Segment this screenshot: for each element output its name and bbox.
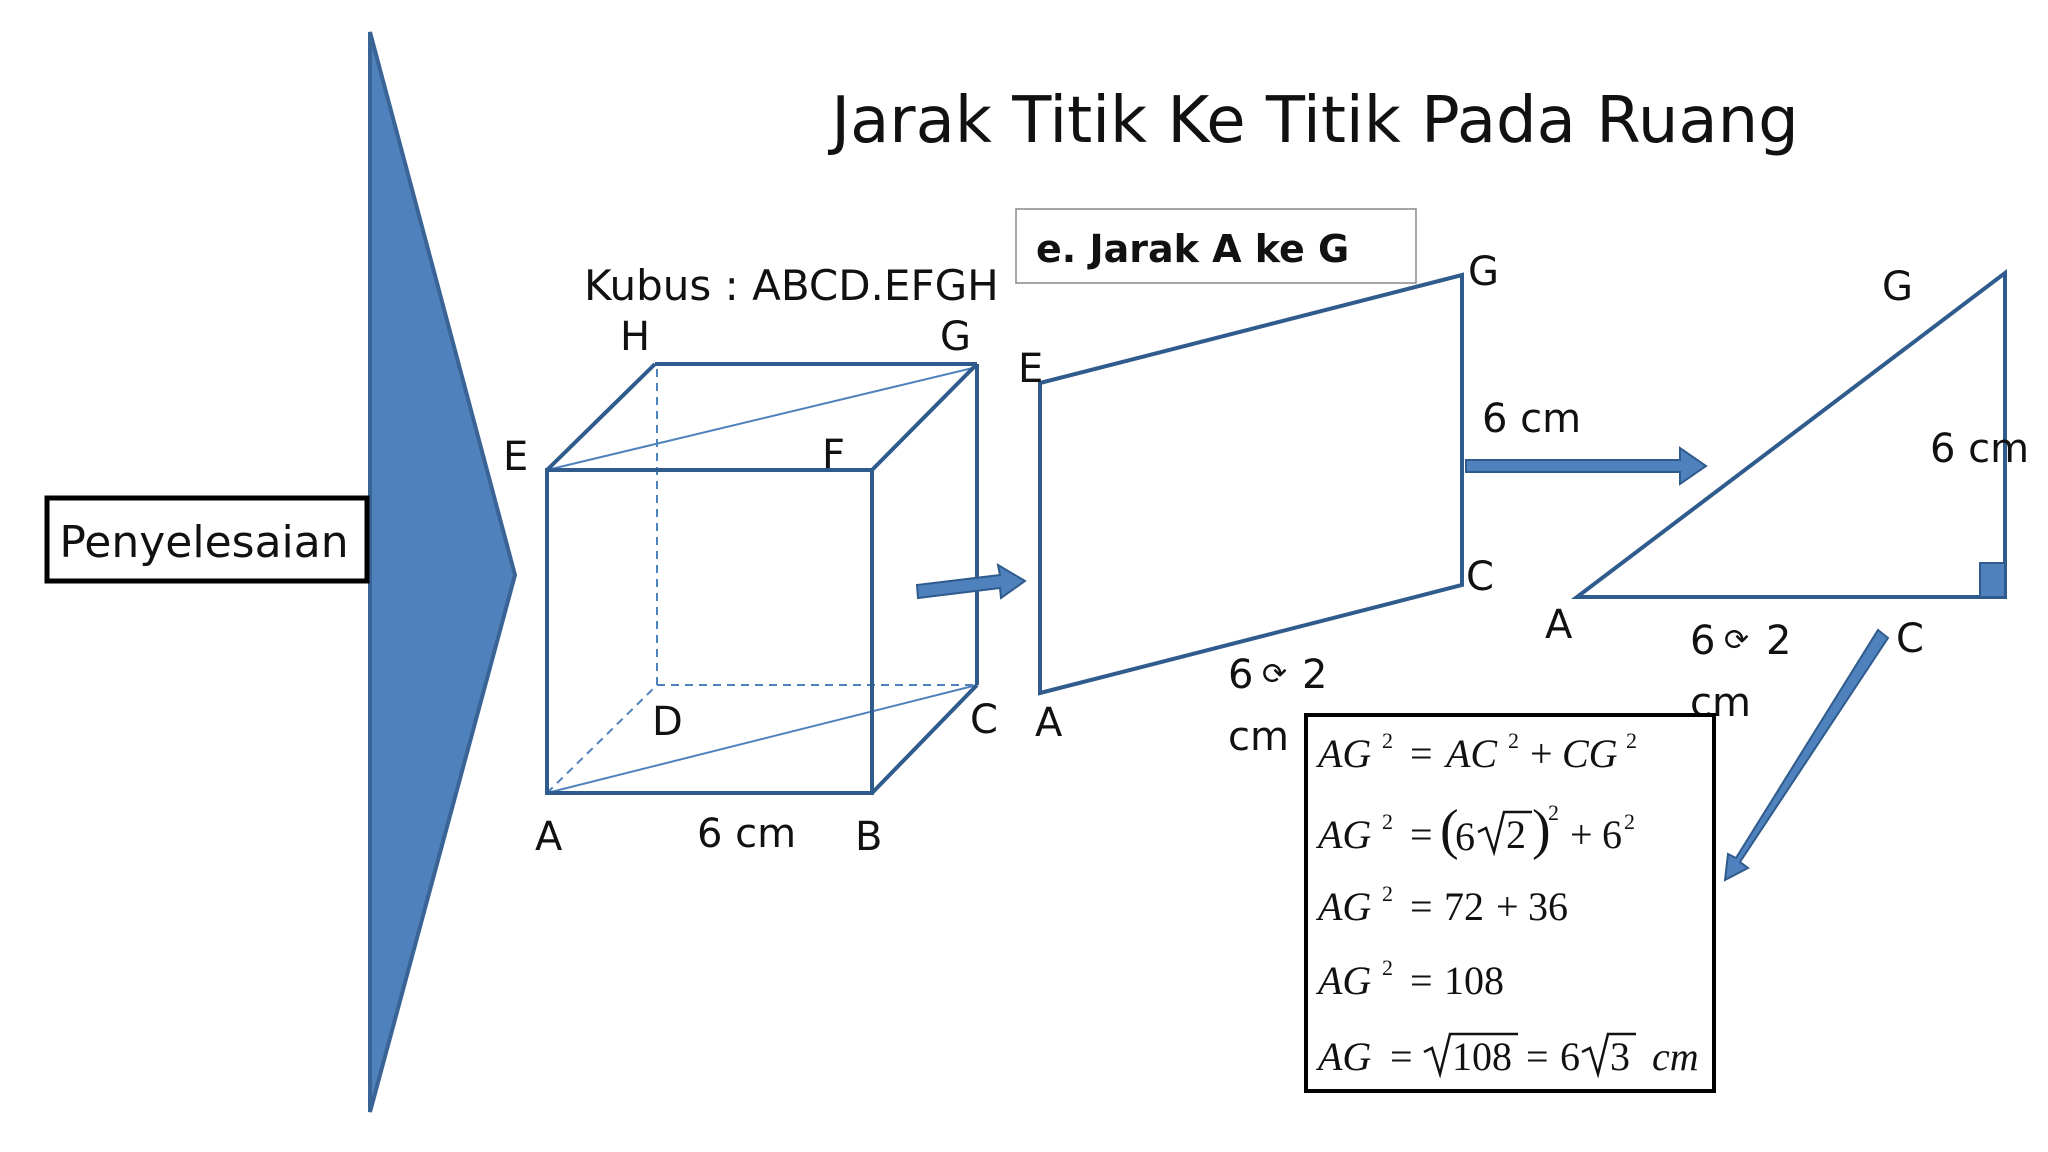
- f5-ag: AG: [1315, 1034, 1371, 1079]
- cube-vertex-b: B: [855, 814, 882, 860]
- tri-base-symbol: ⟳: [1724, 623, 1749, 658]
- tri-base-value-6: 6: [1690, 618, 1715, 664]
- tri-vertex-a: A: [1545, 602, 1573, 648]
- arrow-cube-to-rect: [915, 562, 1027, 600]
- formula-box: [1304, 713, 1716, 1093]
- f5-root-three: 3: [1610, 1034, 1630, 1079]
- cube-edge-bc: [870, 683, 979, 795]
- cube-vertex-h: H: [620, 314, 650, 360]
- f5-sqrt-sign-2: [1581, 1032, 1636, 1079]
- cube-edge-eh: [545, 362, 657, 472]
- tri-side-label: 6 cm: [1930, 426, 2029, 472]
- cube-vertex-g: G: [940, 314, 971, 360]
- rect-vertex-c: C: [1466, 554, 1494, 600]
- f3-plus: +: [1496, 884, 1519, 929]
- f5-six: 6: [1560, 1034, 1580, 1079]
- f2-plus: +: [1570, 812, 1593, 857]
- cube-edge-hidden-ad: [546, 684, 658, 794]
- right-angle-marker: [1979, 562, 2006, 598]
- rect-vertex-e: E: [1018, 346, 1043, 392]
- f4-108: 108: [1444, 958, 1504, 1003]
- cube-diagonal-eg: [546, 366, 978, 471]
- f5-root-108: 108: [1452, 1034, 1512, 1079]
- cube-edge-label: 6 cm: [697, 811, 796, 857]
- f4-ag: AG: [1315, 958, 1371, 1003]
- rect-diag-symbol: ⟳: [1262, 657, 1287, 692]
- f5-eq2: =: [1526, 1034, 1549, 1079]
- penyelesaian-box[interactable]: [44, 495, 370, 584]
- tri-vertex-g: G: [1882, 264, 1913, 310]
- f2-six-b: 6: [1602, 812, 1622, 857]
- cube-front-face: [545, 468, 874, 795]
- f5-eq1: =: [1390, 1034, 1413, 1079]
- f1-ag-exp: 2: [1382, 728, 1393, 753]
- cube: [545, 362, 979, 795]
- f1-ac: AC: [1443, 731, 1498, 776]
- subtitle-text: e. Jarak A ke G: [1036, 227, 1349, 271]
- f1-cg-exp: 2: [1626, 728, 1637, 753]
- formula-line-2: AG 2 = ( 6 2 ) 2 + 6 2: [1315, 799, 1635, 861]
- f1-ag: AG: [1315, 731, 1371, 776]
- f2-six-exp: 2: [1624, 809, 1635, 834]
- f3-ag: AG: [1315, 884, 1371, 929]
- cube-edge-fg: [870, 362, 979, 472]
- f2-eq: =: [1410, 812, 1433, 857]
- f4-ag-exp: 2: [1382, 955, 1393, 980]
- f2-ag-exp: 2: [1382, 809, 1393, 834]
- cube-vertex-f: F: [822, 432, 845, 478]
- cube-vertex-d: D: [652, 699, 683, 745]
- rect-vertex-a: A: [1035, 700, 1063, 746]
- arrow-triangle-to-formulas: [1723, 628, 1890, 882]
- arrow-rect-to-triangle: [1465, 446, 1708, 486]
- rect-diag-value-6: 6: [1228, 652, 1253, 698]
- f2-paren-exp: 2: [1548, 800, 1559, 825]
- cube-vertex-e: E: [503, 434, 528, 480]
- f2-ag: AG: [1315, 812, 1371, 857]
- cube-vertex-c: C: [970, 697, 998, 743]
- f1-cg: CG: [1562, 731, 1618, 776]
- cube-vertex-a: A: [535, 814, 563, 860]
- tri-base-value-2: 2: [1766, 618, 1791, 664]
- f3-eq: =: [1410, 884, 1433, 929]
- rect-diag-unit: cm: [1228, 714, 1289, 760]
- penyelesaian-label: Penyelesaian: [59, 517, 348, 568]
- subtitle-box: [1015, 208, 1417, 284]
- f1-eq: =: [1410, 731, 1433, 776]
- right-triangle-acg: [1571, 268, 2007, 599]
- rect-diag-value-2: 2: [1302, 652, 1327, 698]
- f4-eq: =: [1410, 958, 1433, 1003]
- rect-side-label: 6 cm: [1482, 396, 1581, 442]
- rect-vertex-g: G: [1468, 249, 1499, 295]
- f3-ag-exp: 2: [1382, 881, 1393, 906]
- f3-36: 36: [1528, 884, 1568, 929]
- f2-paren-close: ): [1532, 799, 1551, 861]
- f5-unit: cm: [1652, 1034, 1699, 1079]
- f1-ac-exp: 2: [1508, 728, 1519, 753]
- f2-six: 6: [1455, 814, 1475, 859]
- cube-diagonal-ac: [546, 684, 978, 794]
- formula-line-1: AG 2 = AC 2 + CG 2: [1315, 728, 1637, 776]
- tri-vertex-c: C: [1896, 616, 1924, 662]
- chevron-shape: [368, 31, 518, 1113]
- f2-sqrt-sign: [1477, 810, 1532, 857]
- page-title: Jarak Titik Ke Titik Pada Ruang: [827, 84, 1799, 158]
- f5-sqrt-sign-1: [1423, 1032, 1518, 1079]
- formula-line-4: AG 2 = 108: [1315, 955, 1504, 1003]
- f3-72: 72: [1444, 884, 1484, 929]
- f2-root-two: 2: [1506, 812, 1526, 857]
- f2-paren-open: (: [1440, 799, 1459, 861]
- f1-plus: +: [1530, 731, 1553, 776]
- formula-line-3: AG 2 = 72 + 36: [1315, 881, 1568, 929]
- kubus-label: Kubus : ABCD.EFGH: [584, 261, 999, 310]
- formula-line-5: AG = 108 = 6 3 cm: [1315, 1032, 1699, 1079]
- rectangle-egca: [1038, 272, 1464, 696]
